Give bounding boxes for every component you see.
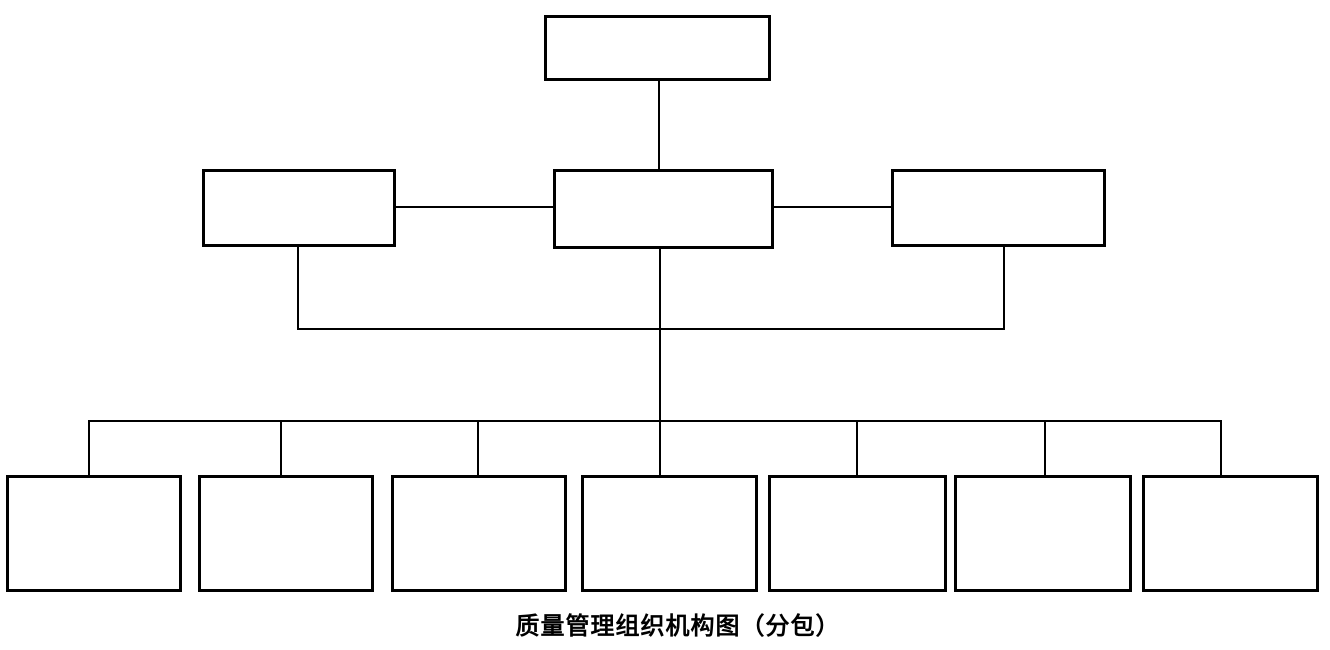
connector-stub-box2	[280, 420, 282, 475]
org-box-level3-7	[1142, 475, 1319, 592]
org-box-level3-4	[581, 475, 758, 592]
org-box-level3-2	[198, 475, 374, 592]
connector-stub-box1	[88, 420, 90, 475]
connector-distribution-horizontal	[88, 420, 1222, 422]
org-box-level2-left	[202, 169, 396, 247]
org-box-level3-5	[768, 475, 947, 592]
connector-left-to-center-horizontal	[396, 206, 553, 208]
org-box-level2-right	[891, 169, 1106, 247]
connector-center-trunk-vertical	[659, 249, 661, 475]
connector-center-to-right-horizontal	[774, 206, 891, 208]
connector-stub-box3	[477, 420, 479, 475]
org-box-level2-center	[553, 169, 774, 249]
org-box-level3-6	[954, 475, 1132, 592]
connector-left-right-bridge-horizontal	[297, 328, 1005, 330]
connector-stub-box7	[1220, 420, 1222, 475]
connector-left-drop-vertical	[297, 247, 299, 330]
connector-right-drop-vertical	[1003, 247, 1005, 330]
org-box-level3-3	[391, 475, 567, 592]
connector-stub-box5	[856, 420, 858, 475]
chart-caption: 质量管理组织机构图（分包）	[515, 614, 841, 640]
org-box-level3-1	[6, 475, 182, 592]
org-box-top	[544, 15, 771, 81]
connector-top-to-center-vertical	[658, 81, 660, 169]
connector-stub-box6	[1044, 420, 1046, 475]
